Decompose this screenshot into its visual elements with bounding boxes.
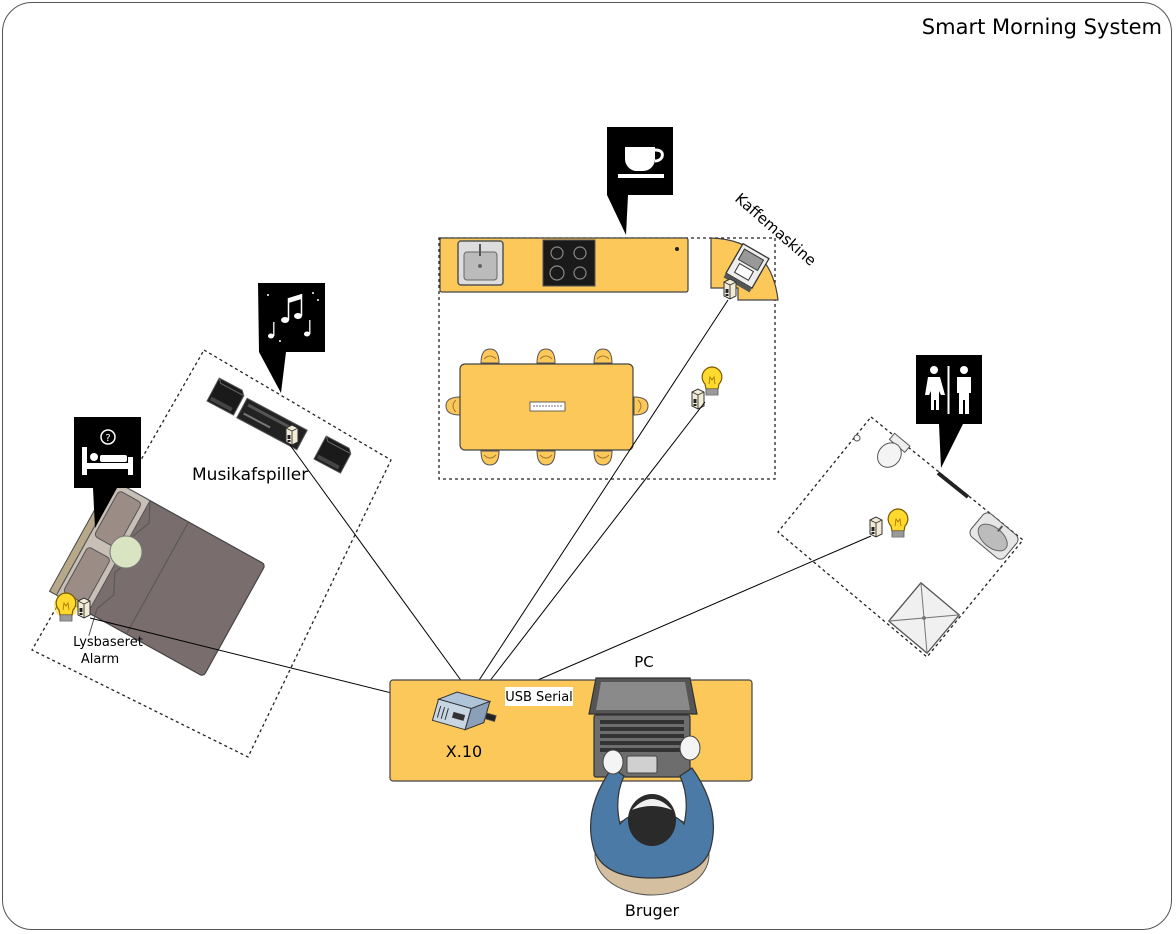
line-to-kitchen-light [478,401,706,696]
pc-label: PC [634,653,654,671]
bathroom-x10-module-icon [869,516,883,538]
user-label: Bruger [625,901,680,920]
bedroom-area: Lysbaseret Alarm ? [48,417,265,676]
washbasin-icon [969,512,1019,560]
toilet-people-icon [916,355,982,468]
light-alarm-label-line2: Alarm [81,652,119,667]
kitchen-bulb-icon [701,366,723,396]
coffee-x10-module-icon [723,278,737,300]
sleeper-head [109,535,143,569]
light-alarm-label-line1: Lysbaseret [73,635,143,650]
line-to-coffee [471,299,729,692]
line-to-music [289,444,469,691]
svg-text:?: ? [105,433,110,444]
music-notes-icon [258,283,325,393]
x10-label: X.10 [446,742,482,761]
laptop-icon [588,677,698,778]
speaker-left-icon [206,377,245,416]
toilet-icon [877,432,911,468]
music-player-label: Musikafspiller [192,465,308,485]
bathroom-bulb-icon [887,508,909,538]
usb-serial-label-bg [505,687,573,706]
bathroom-door [936,471,970,499]
usb-serial-label: USB Serial [505,690,573,705]
bed-question-icon: ? [74,417,141,528]
shower-icon [887,581,961,655]
speaker-right-icon [313,435,352,474]
user-figure [589,735,715,896]
music-area: Musikafspiller [31,283,392,758]
x10-connections [89,299,872,706]
desk-area: X.10 USB Serial PC B [389,653,753,920]
bathroom-area [777,355,1024,658]
sink-icon [457,240,504,286]
coffee-machine-icon [723,242,770,293]
stove-icon [542,239,596,287]
table-runner [529,401,566,412]
x10-controller-icon [431,691,497,731]
alarm-bulb-icon [54,592,78,622]
page-title: Smart Morning System [922,15,1162,39]
line-to-alarm [89,617,441,706]
kitchen-area: Kaffemaskine [438,127,820,480]
counter-knob [675,247,679,251]
bed [48,478,265,676]
line-to-bathroom-light [486,535,872,703]
bathroom-zone-outline [777,416,1024,658]
coffee-cup-icon [607,127,673,235]
alarm-x10-module-icon [77,597,91,619]
music-x10-module-icon [285,424,299,446]
